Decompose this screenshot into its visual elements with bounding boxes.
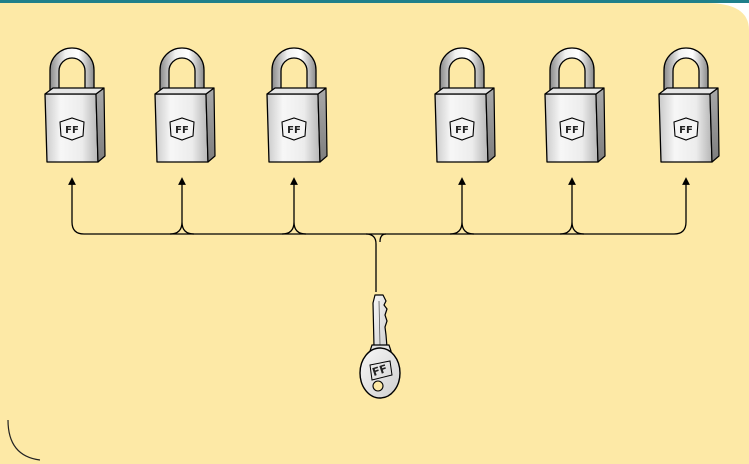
padlock-body-side (596, 88, 605, 162)
padlock-brand-mark: FF (175, 125, 189, 136)
padlock-body-side (96, 88, 105, 162)
padlock-body-top (435, 88, 494, 94)
padlock-brand-mark: FF (455, 125, 469, 136)
padlock-body-top (545, 88, 604, 94)
key-hole (373, 381, 383, 391)
padlock-brand-mark: FF (287, 125, 301, 136)
padlock-brand-mark: FF (565, 125, 579, 136)
padlock-body-side (206, 88, 215, 162)
padlock-body-top (659, 88, 718, 94)
top-bar (0, 0, 749, 3)
padlock-brand-mark: FF (65, 125, 79, 136)
padlock-body-side (318, 88, 327, 162)
padlock-body-side (486, 88, 495, 162)
padlock-brand-mark: FF (679, 125, 693, 136)
padlock-body-top (155, 88, 214, 94)
padlock-body-top (267, 88, 326, 94)
padlock-body-top (45, 88, 104, 94)
padlock-body-side (710, 88, 719, 162)
